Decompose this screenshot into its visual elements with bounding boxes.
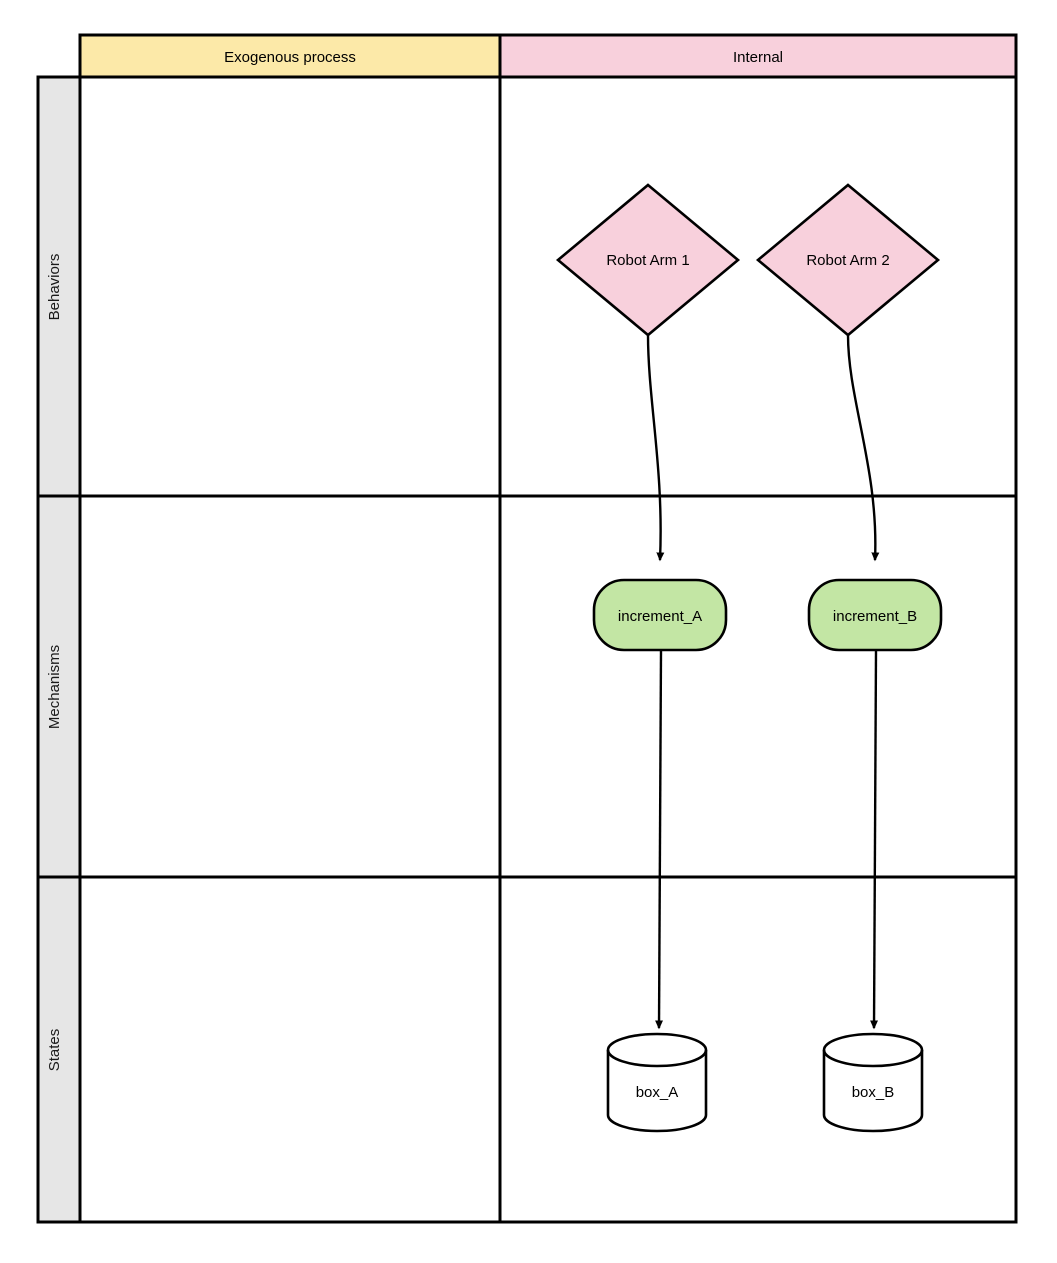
- row-header-behaviors-label: Behaviors: [46, 254, 63, 321]
- node-robot-arm-1[interactable]: Robot Arm 1: [555, 183, 741, 337]
- edges-layer: [646, 334, 880, 1030]
- cell-behaviors-internal[interactable]: [498, 75, 1018, 498]
- box-a-label: box_A: [636, 1084, 679, 1101]
- box-b-label: box_B: [852, 1084, 895, 1101]
- row-header-column: Behaviors Mechanisms States: [36, 75, 82, 1224]
- cell-mechanisms-exogenous[interactable]: [78, 494, 502, 879]
- robot-arm-2-diamond-shape[interactable]: [755, 183, 941, 337]
- box-a-cylinder-top-ellipse: [606, 1049, 708, 1068]
- row-header-mechanisms-label: Mechanisms: [46, 645, 63, 729]
- row-header-states-label: States: [46, 1029, 63, 1072]
- cell-mechanisms-internal[interactable]: [498, 494, 1018, 879]
- node-box-b[interactable]: box_B: [822, 1032, 924, 1133]
- robot-arm-2-label: Robot Arm 2: [806, 252, 889, 269]
- increment-b-label: increment_B: [833, 608, 917, 625]
- column-header-row: Exogenous process Internal: [78, 33, 1018, 79]
- node-box-a[interactable]: box_A: [606, 1032, 708, 1133]
- box-a-cylinder-shape[interactable]: [606, 1032, 708, 1133]
- edge-robot-arm-1-to-increment-a[interactable]: [646, 334, 665, 562]
- robot-arm-1-label: Robot Arm 1: [606, 252, 689, 269]
- box-b-cylinder-top-ellipse: [822, 1049, 924, 1068]
- node-increment-a[interactable]: increment_A: [592, 578, 728, 652]
- robot-arm-1-diamond-shape[interactable]: [555, 183, 741, 337]
- cell-states-internal[interactable]: [498, 875, 1018, 1224]
- node-robot-arm-2[interactable]: Robot Arm 2: [755, 183, 941, 337]
- cell-behaviors-exogenous[interactable]: [78, 75, 502, 498]
- increment-a-label: increment_A: [618, 608, 702, 625]
- increment-b-rounded-rect-shape[interactable]: [807, 578, 943, 652]
- column-header-exogenous-label: Exogenous process: [224, 49, 356, 66]
- cell-states-exogenous[interactable]: [78, 875, 502, 1224]
- box-b-cylinder-shape[interactable]: [822, 1032, 924, 1133]
- node-increment-b[interactable]: increment_B: [807, 578, 943, 652]
- edge-increment-a-to-box-a[interactable]: [655, 649, 664, 1030]
- edge-robot-arm-2-to-increment-b[interactable]: [846, 334, 880, 562]
- edge-increment-b-to-box-b[interactable]: [870, 649, 879, 1030]
- increment-a-rounded-rect-shape[interactable]: [592, 578, 728, 652]
- grid-cells: [78, 75, 1018, 1224]
- row-header-states[interactable]: [36, 875, 82, 1224]
- column-header-internal-label: Internal: [733, 49, 783, 66]
